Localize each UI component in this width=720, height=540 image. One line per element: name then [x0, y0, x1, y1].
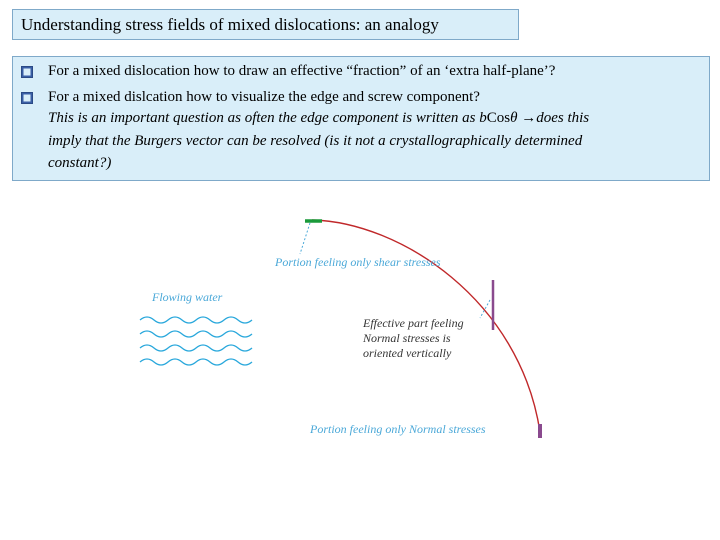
normal-label: Portion feeling only Normal stresses [309, 422, 486, 436]
checkbox-bullet-icon [21, 66, 33, 78]
bullet-text-1: For a mixed dislocation how to draw an e… [48, 63, 556, 79]
title-box: Understanding stress fields of mixed dis… [12, 9, 519, 40]
page-title: Understanding stress fields of mixed dis… [21, 15, 439, 34]
effective-label-2: Normal stresses is [362, 331, 451, 345]
water-wave-icon [139, 316, 253, 366]
note-line-2: imply that the Burgers vector can be res… [48, 133, 583, 149]
note-line-1-end: does this [536, 110, 590, 126]
effective-label-1: Effective part feeling [362, 316, 464, 330]
note-line-1: This is an important question as often t… [48, 110, 589, 127]
arrow-symbol: → [521, 110, 537, 126]
flowing-water-label: Flowing water [151, 290, 223, 304]
dislocation-curve [311, 219, 541, 433]
content-box: For a mixed dislocation how to draw an e… [12, 56, 710, 181]
cos-text: Cos [486, 110, 511, 126]
note-line-3: constant?) [48, 155, 112, 171]
bullet-text-2: For a mixed dislcation how to visualize … [48, 89, 480, 105]
shear-label: Portion feeling only shear stresses [274, 255, 441, 269]
leader-line-icon [299, 222, 311, 255]
checkbox-bullet-icon [21, 92, 33, 104]
leader-line-icon [479, 299, 491, 319]
effective-label-3: oriented vertically [363, 346, 452, 360]
note-line-1-text: This is an important question as often t… [48, 110, 487, 126]
theta-symbol: θ [510, 110, 518, 126]
